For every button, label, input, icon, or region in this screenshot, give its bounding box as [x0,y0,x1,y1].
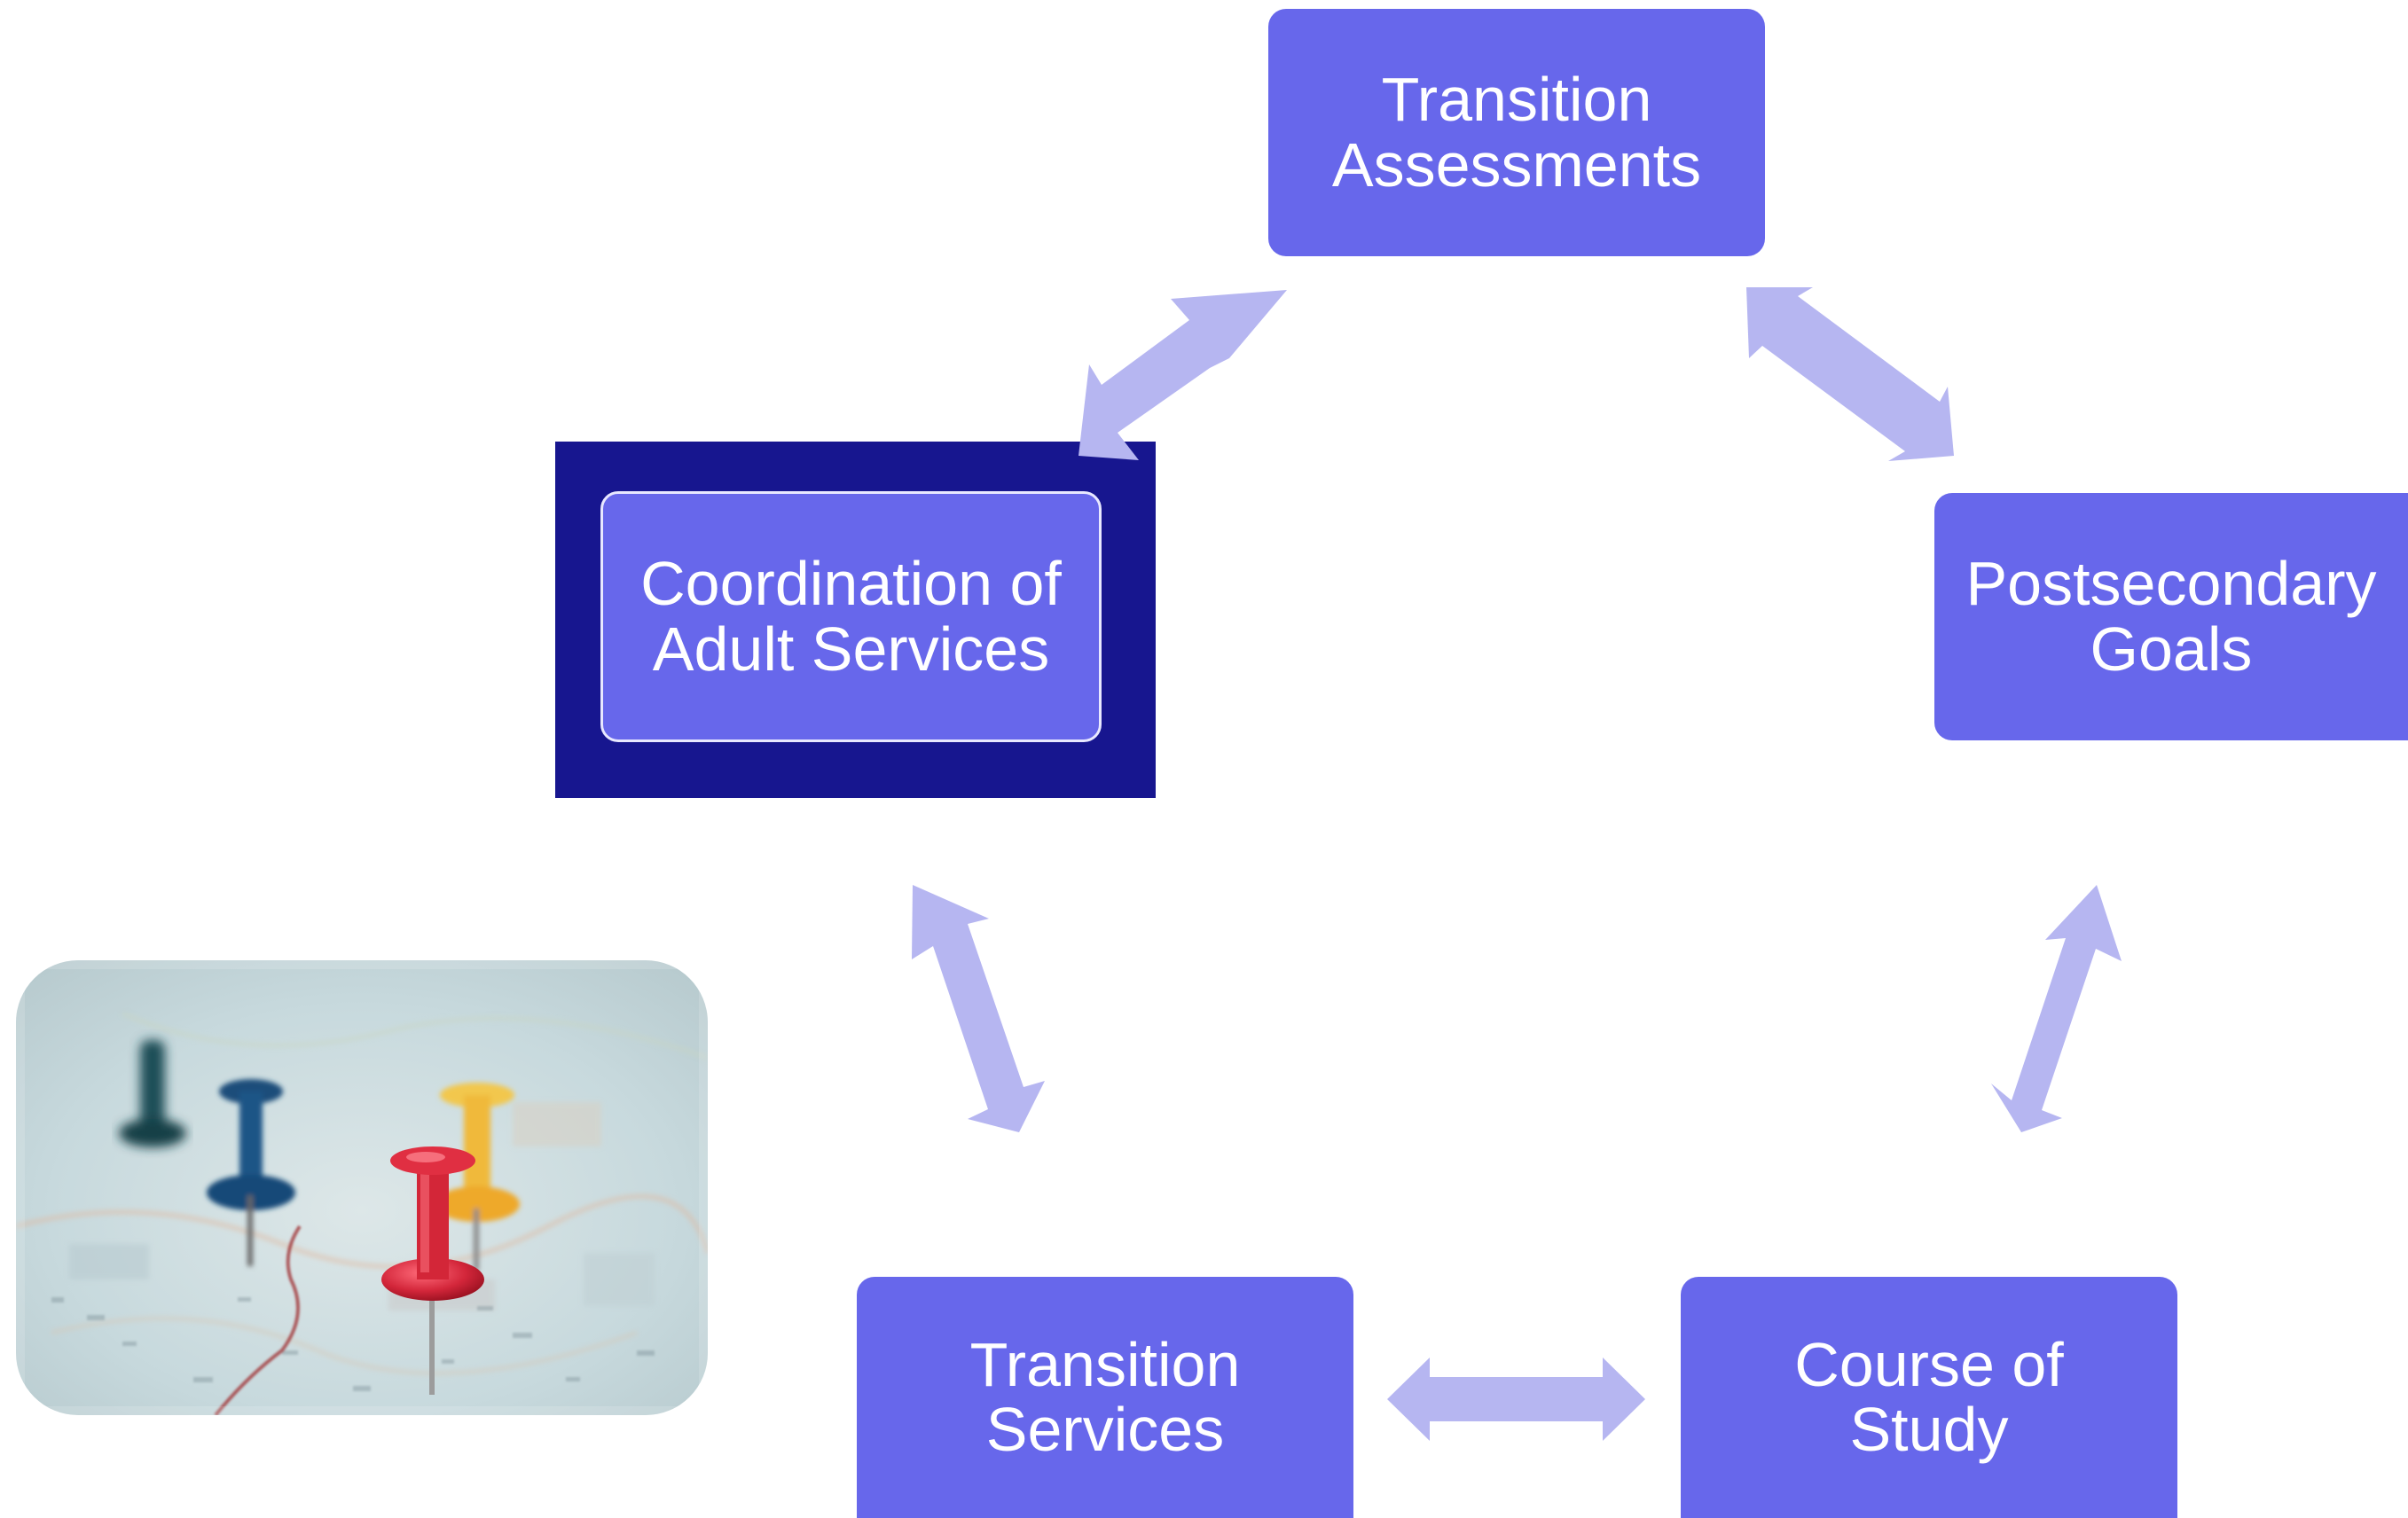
map-pins-photo [16,960,708,1415]
node-postsecondary-goals[interactable]: Postsecondary Goals [1934,493,2408,740]
node-transition-services[interactable]: Transition Services [857,1277,1353,1518]
node-label: Course of Study [1794,1329,2064,1464]
node-label: Postsecondary Goals [1965,549,2377,684]
arrow-assessments-goals [1746,287,1954,461]
node-label: Coordination of Adult Services [640,549,1062,684]
arrow-services-coordination [912,885,1045,1132]
node-label: Transition Assessments [1331,65,1702,200]
node-coordination-of-adult-services[interactable]: Coordination of Adult Services [600,491,1102,742]
node-transition-assessments[interactable]: Transition Assessments [1268,9,1765,256]
arrow-goals-course [1991,885,2122,1132]
node-label: Transition Services [969,1329,1241,1464]
arrow-assessments-coordination [1079,290,1287,460]
node-course-of-study[interactable]: Course of Study [1681,1277,2177,1518]
arrow-course-services [1387,1358,1645,1441]
